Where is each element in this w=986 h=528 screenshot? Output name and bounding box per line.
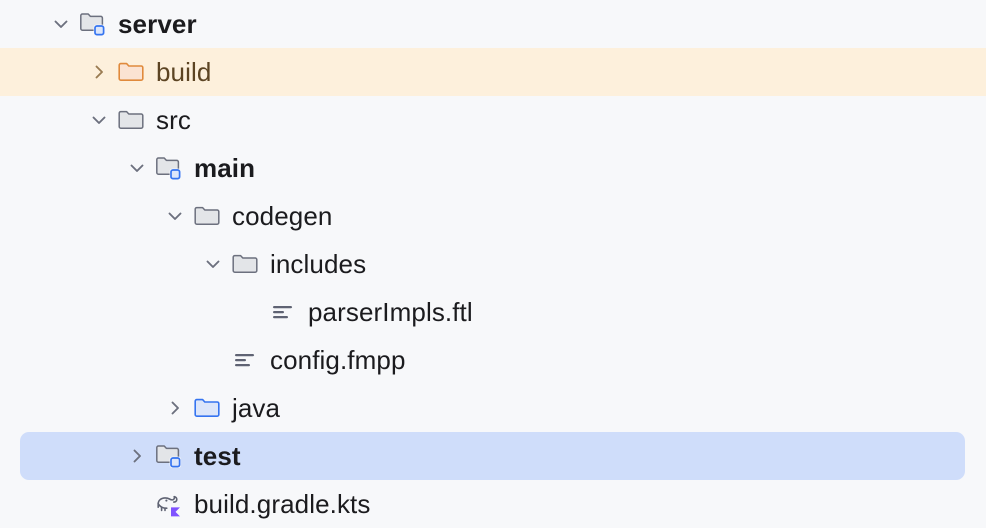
gradle-kotlin-script-icon <box>154 489 184 519</box>
chevron-placeholder <box>238 299 264 325</box>
chevron-placeholder <box>124 491 150 517</box>
indent-spacer <box>0 408 162 409</box>
tree-row-label: build <box>156 57 212 87</box>
tree-row-label: main <box>194 153 256 183</box>
chevron-down-icon[interactable] <box>124 155 150 181</box>
tree-row[interactable]: server <box>0 0 986 48</box>
indent-spacer <box>0 264 200 265</box>
tree-row[interactable]: src <box>0 96 986 144</box>
folder-icon <box>230 249 260 279</box>
chevron-right-icon[interactable] <box>162 395 188 421</box>
chevron-down-icon[interactable] <box>48 11 74 37</box>
chevron-placeholder <box>200 347 226 373</box>
tree-row[interactable]: includes <box>0 240 986 288</box>
tree-row-label: parserImpls.ftl <box>308 297 473 327</box>
chevron-down-icon[interactable] <box>162 203 188 229</box>
tree-row-label: includes <box>270 249 367 279</box>
tree-row[interactable]: main <box>0 144 986 192</box>
excluded-folder-icon <box>116 57 146 87</box>
indent-spacer <box>0 24 48 25</box>
tree-row-label: build.gradle.kts <box>194 489 371 519</box>
indent-spacer <box>0 216 162 217</box>
tree-row[interactable]: parserImpls.ftl <box>0 288 986 336</box>
indent-spacer <box>0 456 124 457</box>
chevron-right-icon[interactable] <box>124 443 150 469</box>
tree-row[interactable]: java <box>0 384 986 432</box>
tree-row-label: java <box>232 393 281 423</box>
indent-spacer <box>0 312 238 313</box>
folder-icon <box>192 201 222 231</box>
indent-spacer <box>0 72 86 73</box>
folder-icon <box>116 105 146 135</box>
text-file-icon <box>268 297 298 327</box>
tree-row[interactable]: config.fmpp <box>0 336 986 384</box>
indent-spacer <box>0 168 124 169</box>
indent-spacer <box>0 504 124 505</box>
indent-spacer <box>0 360 200 361</box>
tree-row[interactable]: build.gradle.kts <box>0 480 986 528</box>
tree-row-label: test <box>194 441 241 471</box>
tree-row-label: config.fmpp <box>270 345 406 375</box>
tree-row[interactable]: build <box>0 48 986 96</box>
text-file-icon <box>230 345 260 375</box>
module-folder-icon <box>154 153 184 183</box>
tree-row-label: src <box>156 105 191 135</box>
indent-spacer <box>0 120 86 121</box>
module-folder-icon <box>154 441 184 471</box>
tree-row[interactable]: test <box>0 432 986 480</box>
module-folder-icon <box>78 9 108 39</box>
chevron-down-icon[interactable] <box>86 107 112 133</box>
chevron-down-icon[interactable] <box>200 251 226 277</box>
tree-row-label: server <box>118 9 197 39</box>
source-folder-icon <box>192 393 222 423</box>
tree-row[interactable]: codegen <box>0 192 986 240</box>
chevron-right-icon[interactable] <box>86 59 112 85</box>
tree-row-label: codegen <box>232 201 333 231</box>
